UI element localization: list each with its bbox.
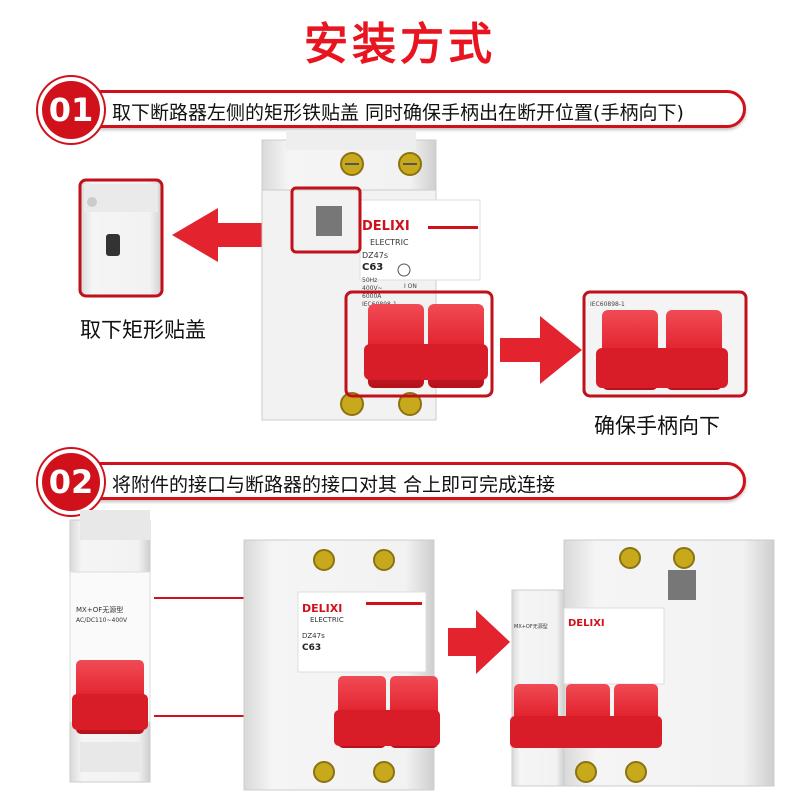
svg-text:DELIXI: DELIXI: [568, 618, 605, 629]
svg-text:C63: C63: [302, 643, 321, 653]
zoom-right-handles: IEC60898-1: [582, 290, 748, 398]
step1-bar: [66, 90, 746, 128]
svg-text:IEC60898-1: IEC60898-1: [590, 301, 625, 308]
step2-text: 将附件的接口与断路器的接口对其 合上即可完成连接: [112, 474, 556, 496]
accessory-module: MX+OF无源型 AC/DC110~400V: [69, 510, 151, 783]
svg-text:DZ47s: DZ47s: [302, 632, 325, 640]
breaker-spec2: 400V~: [362, 285, 383, 292]
breaker-spec3: 6000A: [362, 293, 382, 300]
svg-text:ELECTRIC: ELECTRIC: [310, 616, 344, 624]
page-title: 安装方式: [304, 19, 496, 70]
breaker-model: DZ47s: [362, 251, 388, 260]
breaker-brand: DELIXI: [362, 219, 410, 234]
frame-cover: [290, 186, 362, 254]
frame-handle: [344, 290, 494, 398]
accessory-label2: AC/DC110~400V: [76, 617, 128, 624]
arrow-result-icon: [448, 610, 510, 674]
breaker-onoff: I ON: [404, 283, 417, 290]
caption-remove-cover: 取下矩形贴盖: [80, 318, 206, 342]
breaker-middle: DELIXI ELECTRIC DZ47s C63: [243, 539, 440, 791]
step2-number: 02: [38, 449, 104, 515]
step1-number: 01: [38, 77, 104, 143]
breaker-brand-sub: ELECTRIC: [370, 238, 409, 247]
accessory-label1: MX+OF无源型: [76, 605, 123, 614]
breaker-rating: C63: [362, 262, 383, 273]
step2-illustration: MX+OF无源型 AC/DC110~400V DELIXI ELECTRIC D…: [69, 510, 775, 791]
zoom-left-cover: [78, 178, 164, 298]
step1-illustration: DELIXI ELECTRIC DZ47s C63 50Hz 400V~ 600…: [78, 130, 748, 421]
assembled-unit: DELIXI MX+OF无源型: [510, 539, 775, 787]
arrow-left-icon: [172, 208, 276, 262]
arrow-right-icon: [500, 316, 582, 384]
svg-text:MX+OF无源型: MX+OF无源型: [514, 623, 548, 630]
step1-text: 取下断路器左侧的矩形铁贴盖 同时确保手柄出在断开位置(手柄向下): [112, 102, 684, 124]
breaker-main: DELIXI ELECTRIC DZ47s C63 50Hz 400V~ 600…: [261, 130, 488, 421]
caption-handle-down: 确保手柄向下: [594, 414, 720, 438]
breaker-spec1: 50Hz: [362, 277, 377, 284]
svg-text:DELIXI: DELIXI: [302, 602, 342, 615]
